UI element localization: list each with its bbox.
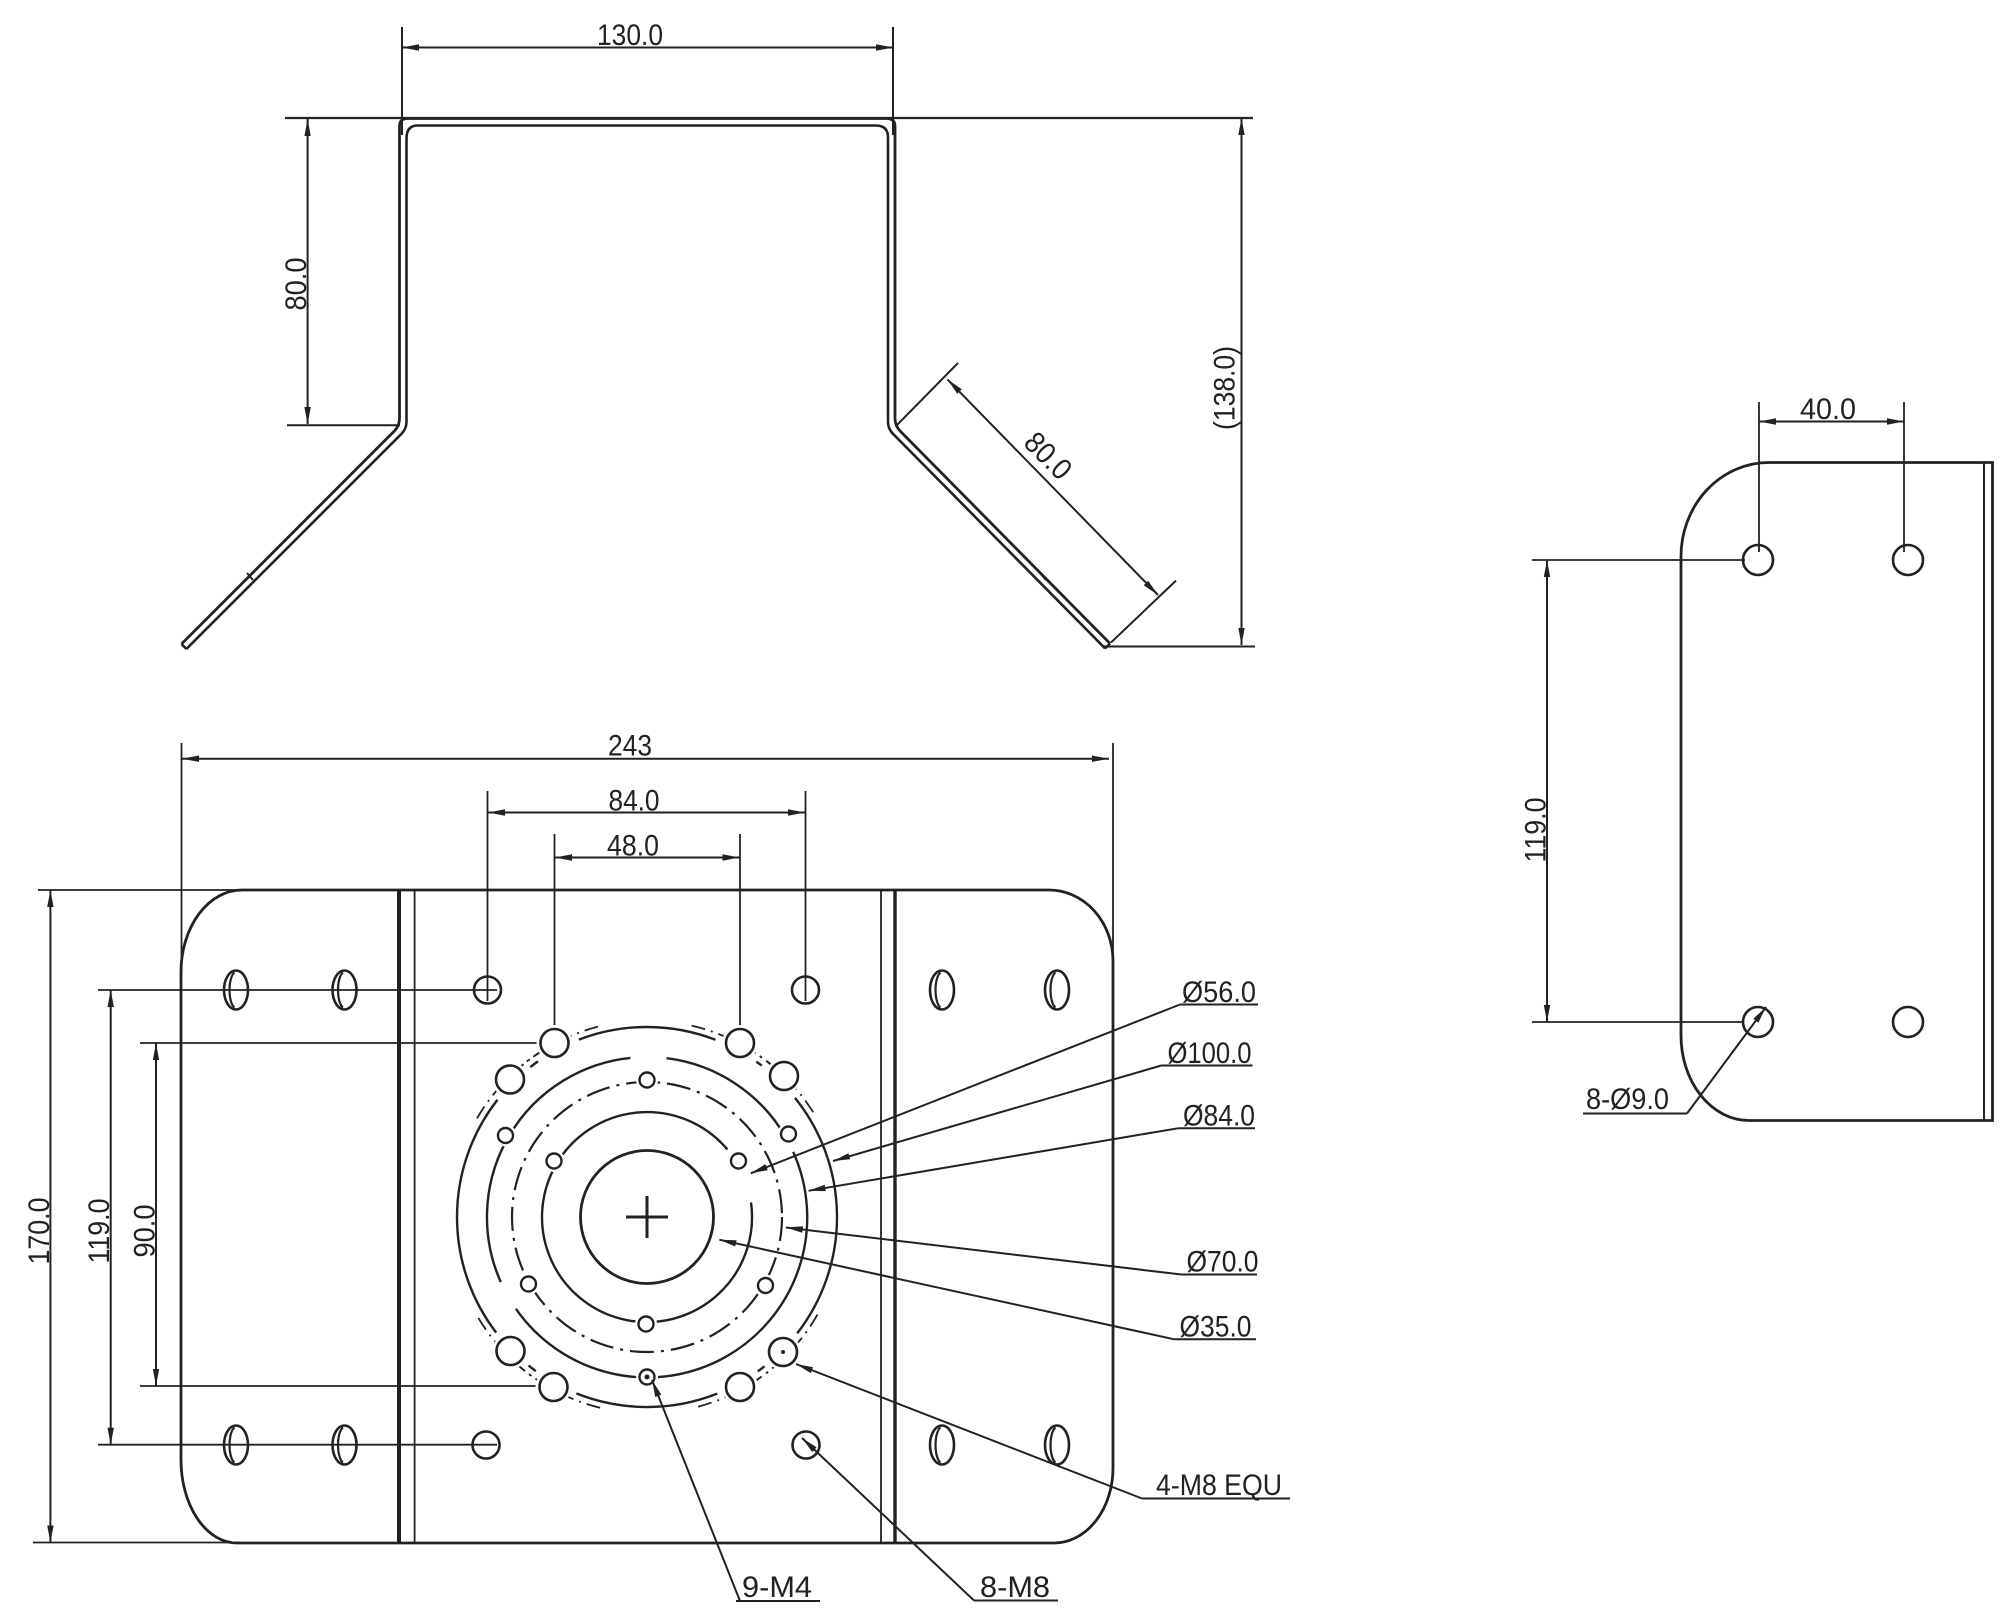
svg-text:48.0: 48.0 [607, 830, 659, 863]
svg-text:84.0: 84.0 [609, 785, 660, 818]
svg-text:Ø70.0: Ø70.0 [1187, 1246, 1259, 1279]
svg-text:8-M8: 8-M8 [980, 1571, 1050, 1604]
svg-text:8-Ø9.0: 8-Ø9.0 [1586, 1083, 1669, 1116]
svg-text:119.0: 119.0 [83, 1199, 116, 1264]
svg-text:Ø84.0: Ø84.0 [1183, 1100, 1255, 1133]
svg-text:4-M8 EQU: 4-M8 EQU [1156, 1469, 1282, 1502]
svg-text:80.0: 80.0 [280, 258, 313, 311]
svg-text:119.0: 119.0 [1520, 798, 1553, 863]
svg-text:243: 243 [608, 730, 652, 763]
svg-text:Ø35.0: Ø35.0 [1180, 1311, 1252, 1344]
svg-text:40.0: 40.0 [1800, 393, 1856, 426]
svg-text:(138.0): (138.0) [1209, 346, 1242, 430]
svg-text:90.0: 90.0 [129, 1205, 162, 1258]
svg-text:9-M4: 9-M4 [742, 1571, 812, 1604]
svg-text:130.0: 130.0 [597, 19, 663, 52]
svg-text:170.0: 170.0 [23, 1198, 56, 1265]
